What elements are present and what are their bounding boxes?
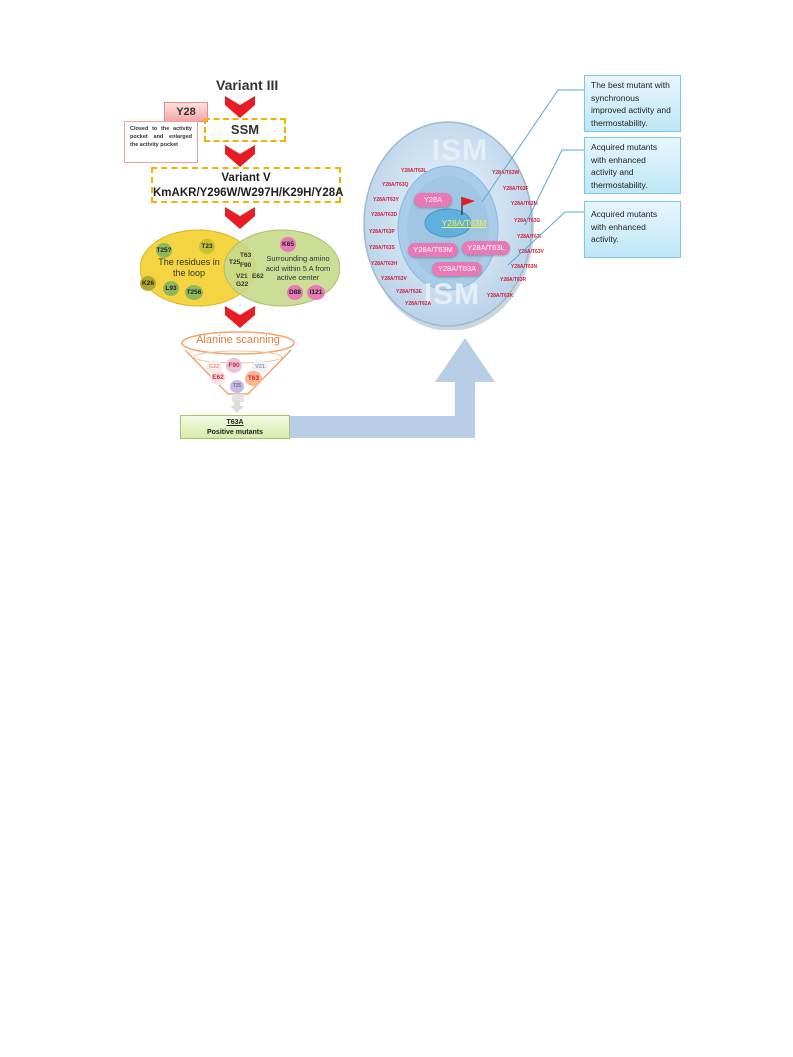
funnel-residue-t63: T63 [245,371,262,386]
callout-best-text: The best mutant with synchronous improve… [591,80,671,128]
residue-i121: I121 [307,285,325,300]
outer-mutant-label: Y28A/T63I [517,234,541,240]
overlap-t63: T63 [240,252,252,259]
variant-v-mutations: KmAKR/Y296W/W297H/K29H/Y28A [153,187,344,199]
ism-bottom-word: ISM [423,278,481,311]
surrounding-text: Surrounding amino acid within 5 A from a… [265,254,331,282]
outer-mutant-label: Y28A/T63E [396,289,422,295]
outer-mutant-label: Y28A/T63P [369,229,395,235]
pill-y28a-t63m: Y28A/T63M [408,243,458,257]
ssm-box: SSM [204,118,286,142]
chevron-arrow-icon [225,207,255,229]
y28-label: Y28 [176,106,196,118]
outer-mutant-label: Y28A/T63K [487,293,514,299]
outer-mutant-label: Y28A/T63W [492,170,520,176]
positive-mutants-box: T63A Positive mutants [180,415,290,439]
outer-mutant-label: Y28A/T63A [405,301,432,307]
outer-mutant-label: Y28A/T63V [381,276,407,282]
outer-mutant-label: Y28A/T63D [371,212,398,218]
residue-t23: T23 [199,239,215,254]
chevron-arrow-icon [225,306,255,328]
outer-mutant-label: Y28A/T63F [503,186,529,192]
alanine-scanning-title: Alanine scanning [196,334,280,346]
funnel-residue-f90: F90 [226,358,242,373]
y28-badge: Y28 [164,102,208,122]
ism-top-word: ISM [431,134,489,167]
variant-iii-title: Variant III [216,77,279,93]
callout-enhanced-both: Acquired mutants with enhanced activity … [584,137,681,194]
pill-y28a: Y28A [414,193,452,207]
residue-t25: T25? [156,243,172,258]
small-down-arrow-icon [230,400,244,413]
outer-mutant-label: Y28A/T63R [500,277,527,283]
pill-y28a-t63a: Y28A/T63A [432,262,482,276]
outer-mutant-label: Y28A/T63H [371,261,398,267]
funnel-residue-v21: V21 [252,360,268,374]
residue-t256: T256 [185,285,203,300]
connector-arrow [290,338,495,438]
loop-text: The residues in the loop [158,257,220,278]
variant-v-box: Variant V KmAKR/Y296W/W297H/K29H/Y28A [151,167,344,203]
funnel-residue-t25: T25 [230,380,244,393]
funnel-residue-e62: E62 [210,371,226,385]
outer-mutant-label: Y28A/T63Y [373,197,399,203]
residue-l93: L93 [163,281,179,296]
chevron-arrow-icon [225,96,255,118]
y28-note: Closed to the activity pocket and enlarg… [130,126,192,148]
variant-v-title: Variant V [221,172,271,184]
outer-mutant-label: Y28A/T63L [401,168,427,174]
result-mutant: T63A [226,419,244,426]
callout-enhanced-activity: Acquired mutants with enhanced activity. [584,201,681,258]
outer-mutant-label: Y28A/T63M [511,201,538,207]
callout-lines [481,89,585,266]
outer-mutant-label: Y28A/T63V [518,249,544,255]
overlap-t25: T25 [229,259,241,266]
result-label: Positive mutants [206,429,263,436]
residue-d88: D88 [287,285,303,300]
funnel-residue-g22: G22 [206,360,222,374]
outer-mutant-label: Y28A/T63N [511,264,538,270]
chevron-arrow-icon [225,145,255,167]
y28-note-box: Closed to the activity pocket and enlarg… [124,121,198,163]
residue-k26: K26 [140,276,156,291]
ssm-label: SSM [230,122,260,137]
callout-best-mutant: The best mutant with synchronous improve… [584,75,681,132]
outer-mutant-label: Y28A/T63S [369,245,395,251]
overlap-g22: G22 [236,281,249,288]
funnel-shape [181,331,295,402]
overlap-e62: E62 [252,273,264,280]
outer-mutant-label: Y28A/T63Q [382,182,409,188]
callout-enhanced-activity-text: Acquired mutants with enhanced activity. [591,209,658,244]
callout-enhanced-both-text: Acquired mutants with enhanced activity … [591,142,658,190]
best-mutant-label: Y28A/T63M [441,218,487,228]
overlap-f90: F90 [240,262,252,269]
overlap-v21: V21 [236,273,248,280]
flag-icon [461,197,475,215]
pill-y28a-t63l: Y28A/T63L [462,241,510,255]
residue-k65: K65 [280,237,296,252]
